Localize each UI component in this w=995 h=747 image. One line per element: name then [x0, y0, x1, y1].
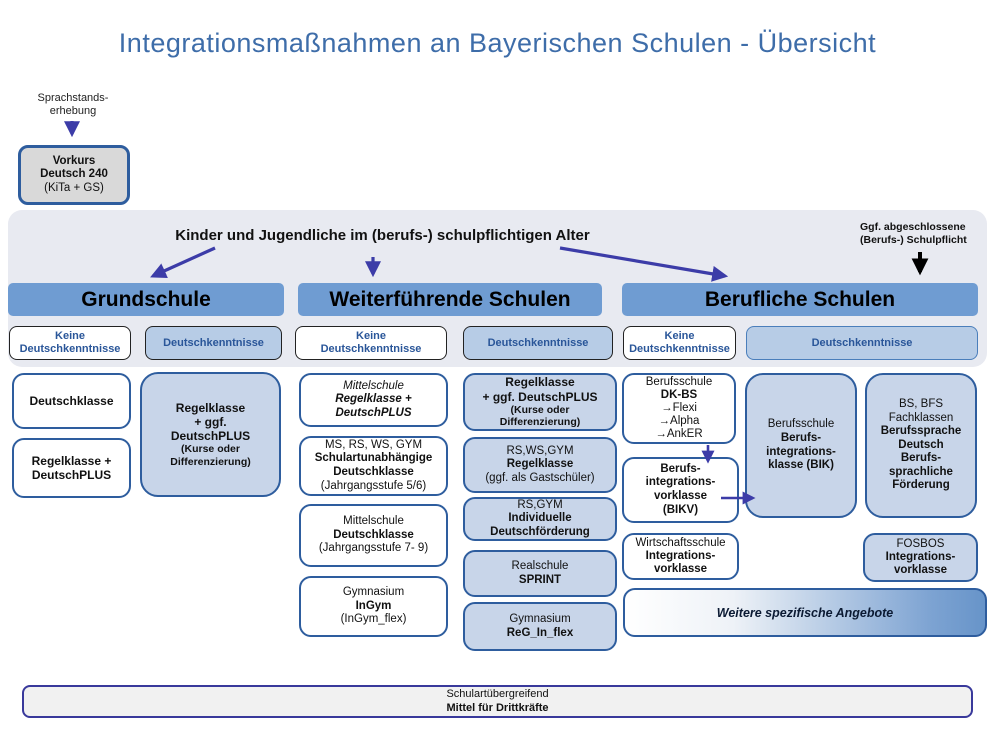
box-rs-ws-gym-top: RS,WS,GYM: [506, 444, 574, 457]
box-weitere-spezifische-angebote: Weitere spezifische Angebote: [623, 588, 987, 637]
box-regelklasse-ggf-main: Regelklasse + ggf. DeutschPLUS: [170, 400, 251, 444]
box-ws-regelklasse-ggf-sub: (Kurse oder Differenzierung): [499, 403, 581, 429]
box-ms-regelklasse-main: Regelklasse + DeutschPLUS: [335, 393, 412, 419]
box-individuelle-deutschfoerderung: RS,GYM Individuelle Deutschförderung: [463, 497, 617, 541]
box-dk-bs-top: Berufsschule: [645, 376, 713, 389]
box-fosbos-integrationsvorklasse: FOSBOS Integrations- vorklasse: [863, 533, 978, 582]
box-wirtschaftsschule-main: Integrations- vorklasse: [645, 549, 716, 576]
box-realschule-sprint-top: Realschule: [511, 559, 569, 572]
column-header-berufliche: Berufliche Schulen: [622, 283, 978, 316]
grundschule-deutschkenntnisse-label: Deutschkenntnisse: [145, 326, 282, 360]
footer-top-text: Schulartübergreifend: [446, 687, 549, 700]
box-schulartunabhaengige-top: MS, RS, WS, GYM: [324, 438, 423, 451]
box-deutschklasse-text: Deutschklasse: [29, 393, 114, 408]
box-wirtschaftsschule-integrationsvorklasse: Wirtschaftsschule Integrations- vorklass…: [622, 533, 739, 580]
box-fosbos-main: Integrations- vorklasse: [885, 550, 956, 577]
box-gymnasium-ingym-sub: (InGym_flex): [340, 613, 407, 626]
box-ws-regelklasse-ggf-deutschplus: Regelklasse + ggf. DeutschPLUS (Kurse od…: [463, 373, 617, 431]
box-deutschklasse: Deutschklasse: [12, 373, 131, 429]
box-reg-in-flex-main: ReG_In_flex: [506, 626, 574, 639]
column-header-weiterfuehrende: Weiterführende Schulen: [298, 283, 602, 316]
vorkurs-main-text: Vorkurs Deutsch 240: [40, 154, 108, 181]
box-mittelschule-deutschklasse-sub: (Jahrgangsstufe 7- 9): [318, 542, 429, 555]
box-dk-bs-list: →Flexi →Alpha →AnkER: [655, 402, 703, 440]
box-reg-in-flex-top: Gymnasium: [509, 612, 571, 625]
box-bs-bfs-main: Berufssprache Deutsch Berufs- sprachlich…: [880, 425, 962, 492]
box-fosbos-top: FOSBOS: [896, 537, 945, 550]
box-realschule-sprint: Realschule SPRINT: [463, 550, 617, 597]
box-schulartunabhaengige-sub: (Jahrgangsstufe 5/6): [320, 479, 427, 492]
vorkurs-deutsch-box: Vorkurs Deutsch 240 (KiTa + GS): [18, 145, 130, 205]
box-gymnasium-reg-in-flex: Gymnasium ReG_In_flex: [463, 602, 617, 651]
box-ms-regelklasse-deutschplus: Mittelschule Regelklasse + DeutschPLUS: [299, 373, 448, 427]
box-bik-main: Berufs- integrations- klasse (BIK): [766, 431, 836, 472]
weiterfuehrende-deutschkenntnisse-label: Deutschkenntnisse: [463, 326, 613, 360]
box-regelklasse-ggf-deutschplus: Regelklasse + ggf. DeutschPLUS (Kurse od…: [140, 372, 281, 497]
box-gymnasium-ingym: Gymnasium InGym (InGym_flex): [299, 576, 448, 637]
box-bik: Berufsschule Berufs- integrations- klass…: [745, 373, 857, 518]
box-realschule-sprint-main: SPRINT: [518, 573, 562, 586]
box-mittelschule-deutschklasse-top: Mittelschule: [343, 515, 404, 528]
vorkurs-sub-text: (KiTa + GS): [44, 181, 104, 194]
box-individuelle-top: RS,GYM: [517, 498, 563, 511]
box-schulartunabhaengige-main: Schulartunabhängige Deutschklasse: [314, 452, 433, 478]
box-ms-regelklasse-top: Mittelschule: [343, 379, 404, 392]
box-wirtschaftsschule-top: Wirtschaftsschule: [635, 536, 726, 549]
box-mittelschule-deutschklasse: Mittelschule Deutschklasse (Jahrgangsstu…: [299, 504, 448, 567]
box-mittelschule-deutschklasse-main: Deutschklasse: [333, 528, 414, 541]
band-note: Ggf. abgeschlossene (Berufs-) Schulpflic…: [860, 221, 967, 247]
berufliche-deutschkenntnisse-label: Deutschkenntnisse: [746, 326, 978, 360]
sprachstandserhebung-label: Sprachstands- erhebung: [37, 92, 109, 118]
box-bs-bfs-fachklassen: BS, BFS Fachklassen Berufssprache Deutsc…: [865, 373, 977, 518]
band-headline: Kinder und Jugendliche im (berufs-) schu…: [175, 227, 590, 244]
box-rs-ws-gym-sub: (ggf. als Gastschüler): [485, 471, 595, 484]
box-regelklasse-ggf-sub: (Kurse oder Differenzierung): [170, 443, 251, 468]
box-regelklasse-deutschplus: Regelklasse + DeutschPLUS: [12, 438, 131, 498]
box-bs-bfs-top: BS, BFS Fachklassen: [888, 398, 954, 424]
box-schulartunabhaengige-deutschklasse: MS, RS, WS, GYM Schulartunabhängige Deut…: [299, 436, 448, 496]
page-title: Integrationsmaßnahmen an Bayerischen Sch…: [118, 28, 877, 58]
box-rs-ws-gym-main: Regelklasse: [506, 458, 574, 471]
box-bik-top: Berufsschule: [767, 418, 835, 431]
grundschule-keine-deutschkenntnisse-label: Keine Deutschkenntnisse: [9, 326, 131, 360]
box-regelklasse-deutschplus-text: Regelklasse + DeutschPLUS: [31, 453, 112, 482]
box-berufsschule-dk-bs: Berufsschule DK-BS →Flexi →Alpha →AnkER: [622, 373, 736, 444]
weiterfuehrende-keine-deutschkenntnisse-label: Keine Deutschkenntnisse: [295, 326, 447, 360]
footer-bar: Schulartübergreifend Mittel für Drittkrä…: [22, 685, 973, 718]
footer-main-text: Mittel für Drittkräfte: [446, 701, 549, 714]
box-gymnasium-ingym-top: Gymnasium: [342, 586, 405, 599]
box-gymnasium-ingym-main: InGym: [355, 599, 392, 612]
berufliche-keine-deutschkenntnisse-label: Keine Deutschkenntnisse: [623, 326, 736, 360]
box-dk-bs-main: DK-BS: [660, 389, 698, 402]
box-ws-regelklasse-ggf-main: Regelklasse + ggf. DeutschPLUS: [482, 375, 598, 404]
box-individuelle-main: Individuelle Deutschförderung: [490, 512, 590, 538]
box-rs-ws-gym-regelklasse: RS,WS,GYM Regelklasse (ggf. als Gastschü…: [463, 437, 617, 493]
box-bikv-main: Berufs- integrations- vorklasse (BIKV): [645, 462, 716, 516]
box-bikv: Berufs- integrations- vorklasse (BIKV): [622, 457, 739, 523]
column-header-grundschule: Grundschule: [8, 283, 284, 316]
